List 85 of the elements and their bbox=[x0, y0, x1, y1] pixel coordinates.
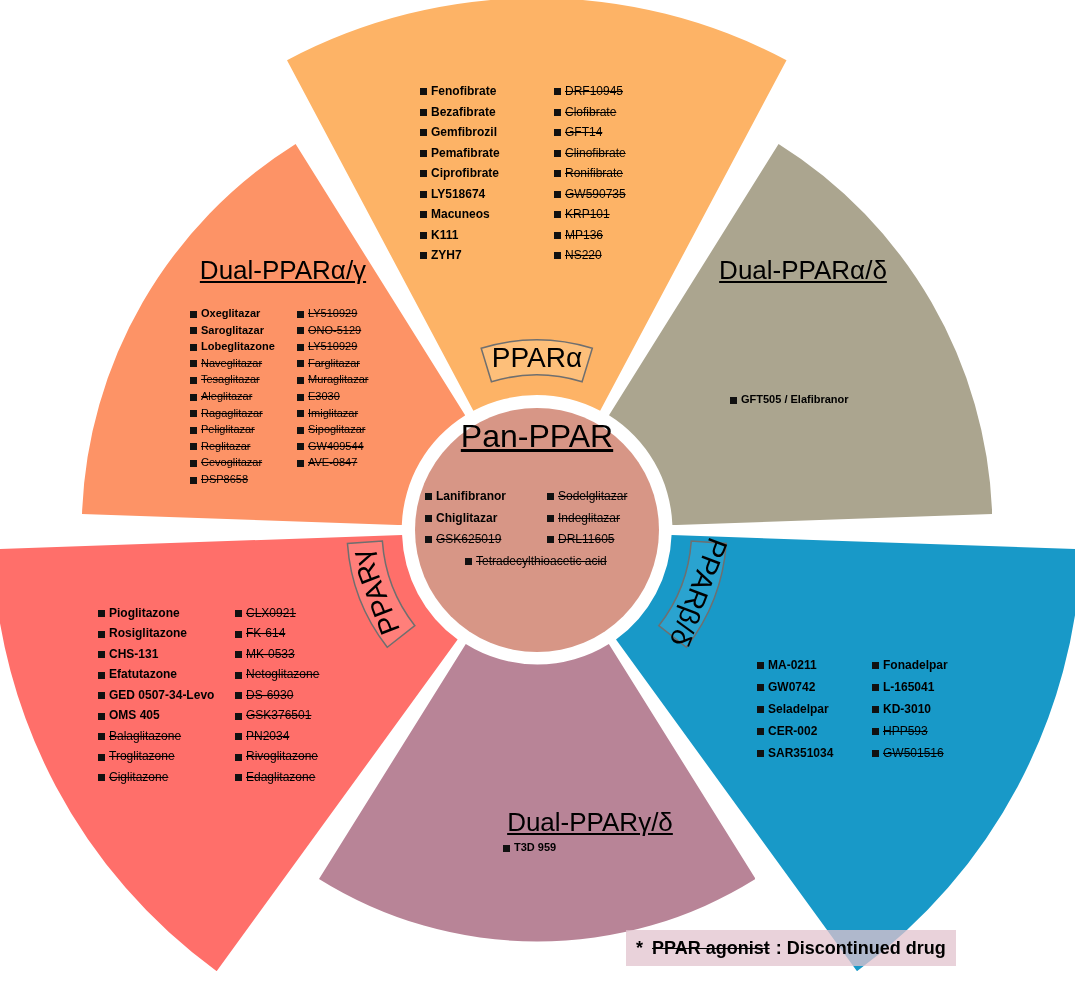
drug-name: HPP593 bbox=[883, 724, 928, 738]
drug-name: MK-0533 bbox=[246, 647, 295, 661]
drug-name: DSP8658 bbox=[201, 473, 249, 485]
drug-name: Ragaglitazar bbox=[201, 406, 263, 419]
drug-name: Troglitazone bbox=[109, 749, 175, 764]
drug-name: GW0742 bbox=[768, 680, 816, 694]
drug-name: OMS 405 bbox=[109, 708, 160, 723]
drug-name: ONO-5129 bbox=[308, 323, 362, 336]
drug-name: Reglitazar bbox=[201, 439, 251, 452]
legend-sample: PPAR agonist bbox=[652, 938, 770, 959]
drug-name: Sipoglitazar bbox=[308, 423, 366, 436]
drug-name: K111 bbox=[431, 227, 459, 242]
drug-name: GSK376501 bbox=[246, 708, 312, 723]
drug-name: PN2034 bbox=[246, 729, 290, 743]
drug-name: NS220 bbox=[565, 248, 602, 262]
section-title: PPARγ bbox=[347, 545, 405, 638]
drug-name: Balaglitazone bbox=[109, 729, 182, 743]
drug-name: T3D 959 bbox=[514, 841, 557, 853]
drug-name: Farglitazar bbox=[308, 356, 360, 369]
section-title: Dual-PPARγ/δ bbox=[507, 809, 673, 835]
drug-name: Oxeglitazar bbox=[201, 307, 261, 319]
drug-name: Netoglitazone bbox=[246, 667, 320, 682]
drug-name: DRF10945 bbox=[565, 84, 623, 98]
drug-name: Aleglitazar bbox=[201, 390, 253, 402]
drug-name: Fenofibrate bbox=[431, 84, 497, 98]
drug-name: Cevoglitazar bbox=[201, 456, 263, 469]
drug-name: Lobeglitazone bbox=[201, 340, 275, 353]
drug-name: Pemafibrate bbox=[431, 145, 500, 160]
drug-name: GW501516 bbox=[883, 746, 944, 760]
drug-name: Muraglitazar bbox=[308, 373, 369, 386]
drug-name: SAR351034 bbox=[768, 746, 834, 760]
section-title: Dual-PPARα/δ bbox=[719, 257, 887, 283]
section-title: Pan-PPAR bbox=[460, 420, 614, 452]
drug-name: Saroglitazar bbox=[201, 323, 264, 336]
drug-name: Indeglitazar bbox=[558, 510, 621, 525]
drug-name: Clofibrate bbox=[565, 104, 617, 119]
drug-name: Clinofibrate bbox=[565, 145, 626, 160]
drug-name: CER-002 bbox=[768, 724, 818, 738]
drug-name: Rosiglitazone bbox=[109, 626, 187, 641]
drug-name: Tesaglitazar bbox=[201, 373, 260, 386]
drug-name: Ciprofibrate bbox=[431, 166, 499, 180]
drug-name: Rivoglitazone bbox=[246, 749, 319, 764]
drug-name: GFT505 / Elafibranor bbox=[741, 393, 849, 405]
drug-name: DRL11605 bbox=[558, 532, 615, 546]
drug-name: Peliglitazar bbox=[201, 423, 255, 436]
drug-name: Imiglitazar bbox=[308, 406, 359, 419]
drug-name: GED 0507-34-Levo bbox=[109, 688, 215, 702]
drug-name: Ciglitazone bbox=[109, 770, 169, 784]
drug-name: Lanifibranor bbox=[436, 489, 506, 503]
section-title: PPARα bbox=[491, 343, 583, 372]
drug-name: Bezafibrate bbox=[431, 104, 496, 119]
drug-name: ZYH7 bbox=[431, 248, 462, 262]
drug-name: LY510929 bbox=[308, 340, 358, 353]
footnote-mark: * bbox=[636, 938, 643, 959]
drug-name: MP136 bbox=[565, 227, 603, 242]
drug-name: Efatutazone bbox=[109, 667, 177, 682]
drug-name: Tetradecylthioacetic acid bbox=[476, 553, 607, 568]
drug-name: CLX0921 bbox=[246, 606, 297, 620]
drug-name: GSK625019 bbox=[436, 532, 502, 546]
drug-name: MA-0211 bbox=[768, 658, 817, 672]
drug-name: Ronifibrate bbox=[565, 166, 623, 180]
drug-name: GFT14 bbox=[565, 125, 603, 139]
drug-name: FK-614 bbox=[246, 626, 286, 641]
drug-name: Chiglitazar bbox=[436, 510, 498, 525]
drug-name: Gemfibrozil bbox=[431, 125, 497, 139]
drug-name: Naveglitazar bbox=[201, 356, 263, 369]
drug-name: GW590735 bbox=[565, 186, 626, 201]
drug-name: KD-3010 bbox=[883, 702, 931, 716]
legend-text: : Discontinued drug bbox=[775, 938, 946, 959]
drug-name: GW409544 bbox=[308, 439, 364, 452]
drug-name: Edaglitazone bbox=[246, 770, 316, 784]
drug-name: Pioglitazone bbox=[109, 606, 180, 620]
drug-name: CHS-131 bbox=[109, 647, 159, 661]
drug-name: Macuneos bbox=[431, 207, 490, 221]
drug-name: LY518674 bbox=[431, 186, 486, 201]
section-title: Dual-PPARα/γ bbox=[199, 257, 367, 283]
drug-name: DS-6930 bbox=[246, 688, 294, 702]
drug-name: L-165041 bbox=[883, 680, 935, 694]
drug-name: Seladelpar bbox=[768, 702, 829, 716]
drug-name: LY510929 bbox=[308, 307, 358, 319]
drug-name: AVE-0847 bbox=[308, 456, 358, 469]
drug-name: KRP101 bbox=[565, 207, 610, 221]
drug-name: Sodelglitazar bbox=[558, 489, 628, 503]
drug-name: E3030 bbox=[308, 390, 340, 402]
drug-name: Fonadelpar bbox=[883, 658, 948, 672]
